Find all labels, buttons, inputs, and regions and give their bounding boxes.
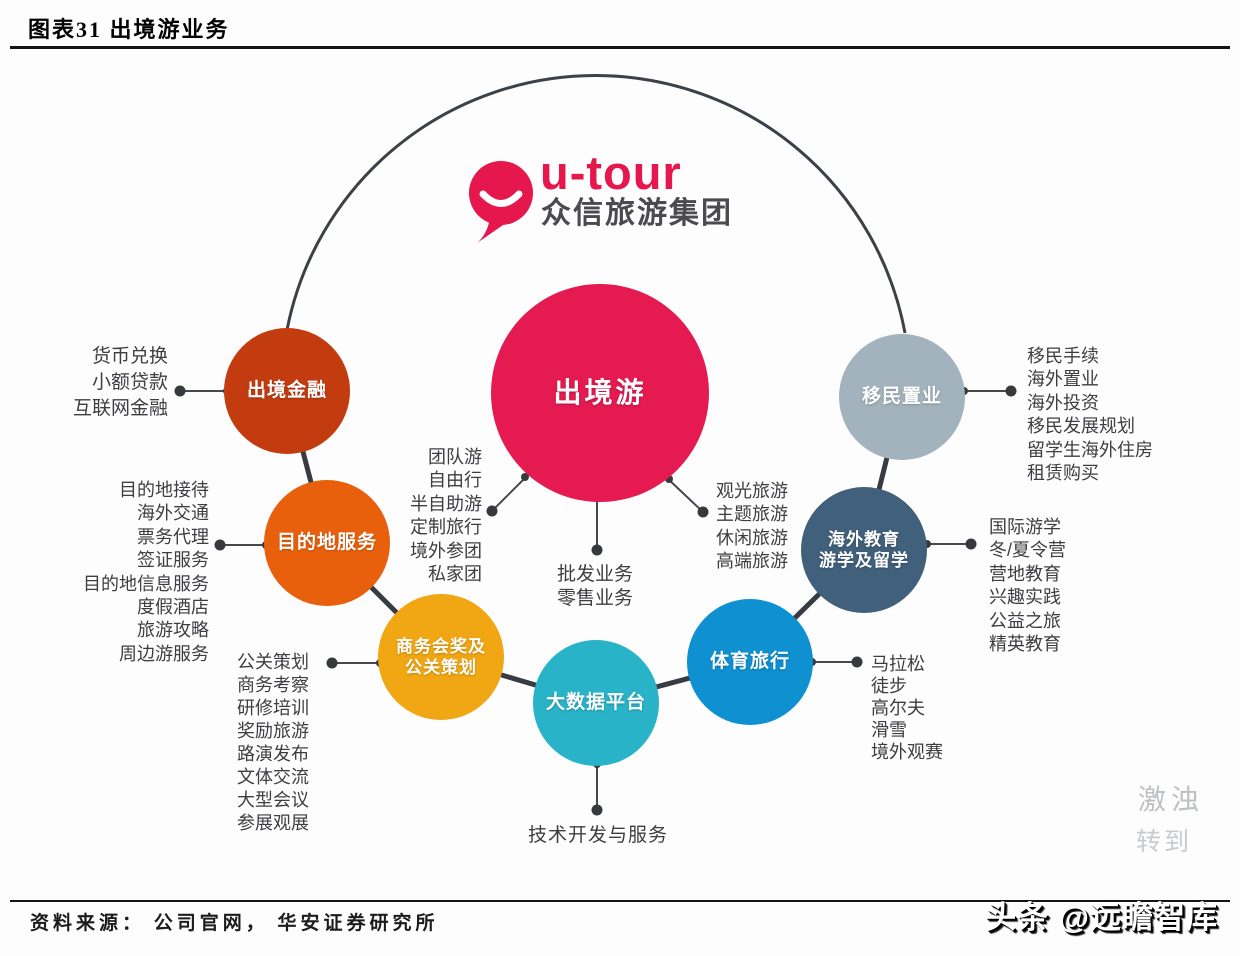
sales-channel-list: 批发业务零售业务 <box>520 563 670 611</box>
service-item: 租赁购买 <box>1027 463 1099 484</box>
node-label: 目的地服务 <box>276 532 377 553</box>
service-item: 主题旅游 <box>716 504 788 525</box>
service-item: 高端旅游 <box>716 551 788 572</box>
service-item: 货币兑换 <box>91 346 168 367</box>
service-item: 公关策划 <box>237 652 309 672</box>
service-item: 文体交流 <box>237 767 309 787</box>
tour-style-list: 观光旅游主题旅游休闲旅游高端旅游 <box>716 480 788 574</box>
service-item: 度假酒店 <box>137 597 209 618</box>
tech-development-note: 技术开发与服务 <box>527 825 668 846</box>
service-item: 互联网金融 <box>72 398 168 419</box>
service-item: 滑雪 <box>871 720 907 740</box>
figure-title: 图表31 出境游业务 <box>28 17 230 42</box>
service-item: 签证服务 <box>137 550 209 571</box>
service-item: 徒步 <box>871 676 907 696</box>
company-name: 众信旅游集团 <box>541 197 733 230</box>
service-item: 冬/夏令营 <box>989 540 1067 561</box>
service-item: 马拉松 <box>871 654 925 674</box>
node-outbound-finance: 出境金融 <box>224 328 350 454</box>
immigration-service-list: 移民手续海外置业海外投资移民发展规划留学生海外住房租赁购买 <box>1027 345 1153 485</box>
service-item: 观光旅游 <box>716 481 788 501</box>
node-overseas-education: 海外教育 游学及留学 <box>801 487 927 613</box>
tour-mode-list: 团队游自由行半自助游定制旅行境外参团私家团 <box>410 446 482 586</box>
service-item: 留学生海外住房 <box>1027 439 1153 460</box>
service-item: 票务代理 <box>137 526 209 547</box>
brand-wordmark: u-tour <box>540 146 682 199</box>
title-rule <box>10 46 1230 49</box>
node-big-data-platform: 大数据平台 <box>533 640 659 766</box>
service-item: 海外投资 <box>1027 392 1099 413</box>
node-label: 移民置业 <box>861 386 942 407</box>
node-label: 体育旅行 <box>709 651 790 672</box>
outer-ring-arc <box>285 74 907 334</box>
finance-service-list: 货币兑换小额贷款互联网金融 <box>73 344 168 422</box>
node-label: 大数据平台 <box>545 692 646 713</box>
faint-watermark-line1: 激浊 <box>1138 784 1205 815</box>
service-item: 零售业务 <box>556 588 633 609</box>
destination-service-list: 目的地接待海外交通票务代理签证服务目的地信息服务度假酒店旅游攻略周边游服务 <box>83 479 209 666</box>
node-destination-services: 目的地服务 <box>264 480 390 606</box>
service-item: 高尔夫 <box>871 698 925 718</box>
node-label: 海外教育 游学及留学 <box>819 530 909 570</box>
faint-watermark-line2: 转到 <box>1136 828 1193 856</box>
service-item: 移民发展规划 <box>1027 416 1135 437</box>
node-label: 商务会奖及 公关策划 <box>396 637 486 677</box>
service-item: 旅游攻略 <box>137 620 209 641</box>
node-mice-pr: 商务会奖及 公关策划 <box>378 594 504 720</box>
service-item: 休闲旅游 <box>716 527 788 548</box>
sports-service-list: 马拉松徒步高尔夫滑雪境外观赛 <box>871 653 943 763</box>
service-item: 路演发布 <box>237 744 309 764</box>
service-item: 公益之旅 <box>989 610 1061 631</box>
service-item: 境外参团 <box>410 540 482 561</box>
footer-rule <box>10 900 1230 902</box>
service-item: 奖励旅游 <box>237 721 309 741</box>
node-immigration-property: 移民置业 <box>839 334 965 460</box>
node-sports-travel: 体育旅行 <box>687 599 813 725</box>
education-service-list: 国际游学冬/夏令营营地教育兴趣实践公益之旅精英教育 <box>989 516 1066 656</box>
service-item: 小额贷款 <box>91 372 168 393</box>
service-item: 定制旅行 <box>410 517 482 538</box>
service-item: 兴趣实践 <box>989 587 1061 608</box>
service-item: 移民手续 <box>1027 346 1099 366</box>
service-item: 研修培训 <box>237 698 309 718</box>
service-item: 参展观展 <box>237 813 309 833</box>
service-item: 海外交通 <box>137 503 209 524</box>
service-item: 国际游学 <box>989 517 1061 537</box>
service-item: 目的地信息服务 <box>83 573 209 594</box>
service-item: 私家团 <box>428 564 482 585</box>
node-label: 出境金融 <box>246 380 327 401</box>
service-item: 营地教育 <box>989 563 1061 584</box>
node-outbound-travel: 出境游 <box>491 284 709 502</box>
service-item: 目的地接待 <box>119 480 209 500</box>
service-item: 大型会议 <box>237 790 309 810</box>
service-item: 团队游 <box>428 447 482 467</box>
service-item: 境外观赛 <box>871 742 943 762</box>
mice-service-list: 公关策划商务考察研修培训奖励旅游路演发布文体交流大型会议参展观展 <box>237 651 309 835</box>
service-item: 海外置业 <box>1027 369 1099 390</box>
node-label: 出境游 <box>553 377 647 408</box>
utour-bubble-logo-icon <box>469 161 533 243</box>
callout-lines <box>180 390 1011 810</box>
service-item: 商务考察 <box>237 675 309 695</box>
service-item: 半自助游 <box>410 493 482 514</box>
service-item: 精英教育 <box>989 634 1061 655</box>
source-note: 资料来源： 公司官网， 华安证券研究所 <box>30 913 439 934</box>
toutiao-watermark: 头条 @远瞻智库 <box>985 900 1218 935</box>
service-item: 批发业务 <box>556 564 633 585</box>
service-item: 周边游服务 <box>119 643 209 664</box>
service-item: 自由行 <box>428 470 482 491</box>
